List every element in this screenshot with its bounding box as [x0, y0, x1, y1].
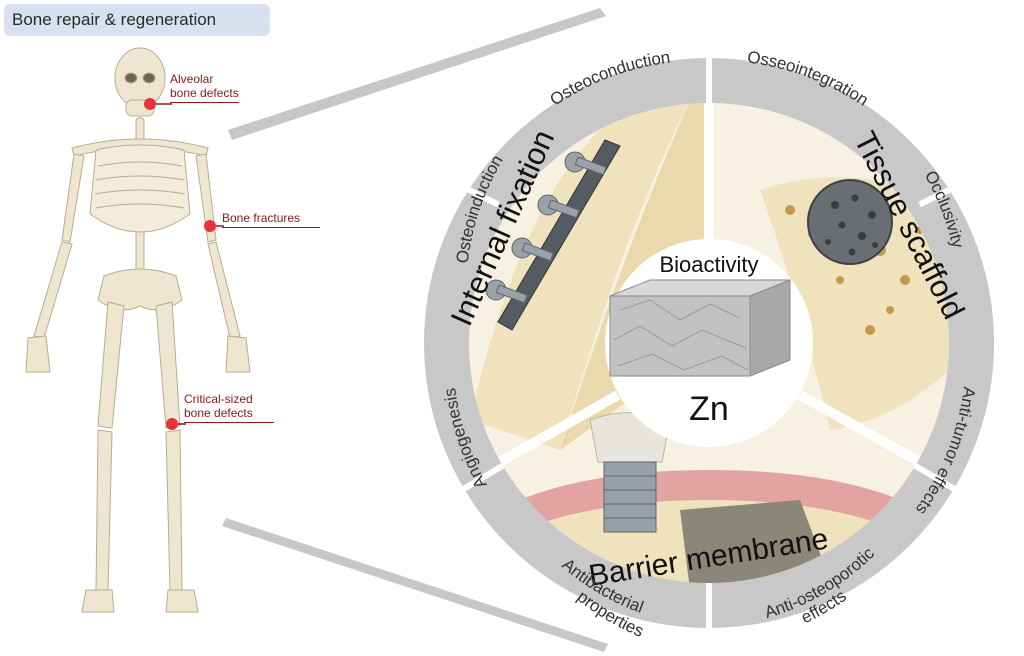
fracture-marker [204, 220, 216, 232]
figure-title: Bone repair & regeneration [4, 4, 270, 36]
ribcage [89, 144, 191, 233]
right-upper-arm [195, 153, 217, 243]
zoom-line-bottom [222, 518, 608, 652]
ring-dividers [462, 58, 956, 628]
callout-critical-line1: Critical-sized [184, 392, 253, 406]
left-hand [25, 335, 51, 373]
fixation-bone [470, 103, 690, 450]
callout-critical-line2: bone defects [184, 406, 253, 420]
callout-alveolar-line2: bone defects [170, 86, 239, 100]
scaffold-bone [760, 177, 949, 430]
center-top-label: Bioactivity [659, 252, 758, 277]
skeleton-illustration [25, 47, 251, 613]
right-foot [165, 589, 199, 613]
lesion-markers [144, 98, 224, 430]
center-element-label: Zn [689, 390, 729, 428]
left-upper-arm [61, 153, 85, 243]
fixation-plate [485, 139, 621, 331]
zn-block [609, 279, 791, 377]
callout-fractures: Bone fractures [222, 211, 320, 228]
critical-defect-marker [166, 418, 178, 430]
callout-critical: Critical-sized bone defects [184, 392, 274, 423]
left-femur [97, 301, 125, 429]
callout-alveolar-line1: Alveolar [170, 72, 214, 86]
left-foot [81, 589, 115, 613]
zoom-line-top [228, 8, 606, 140]
alveolar-marker [144, 98, 156, 110]
right-hand [225, 335, 251, 373]
callout-alveolar: Alveolar bone defects [170, 72, 239, 103]
bone-graft [680, 500, 830, 583]
right-femur [155, 301, 181, 429]
